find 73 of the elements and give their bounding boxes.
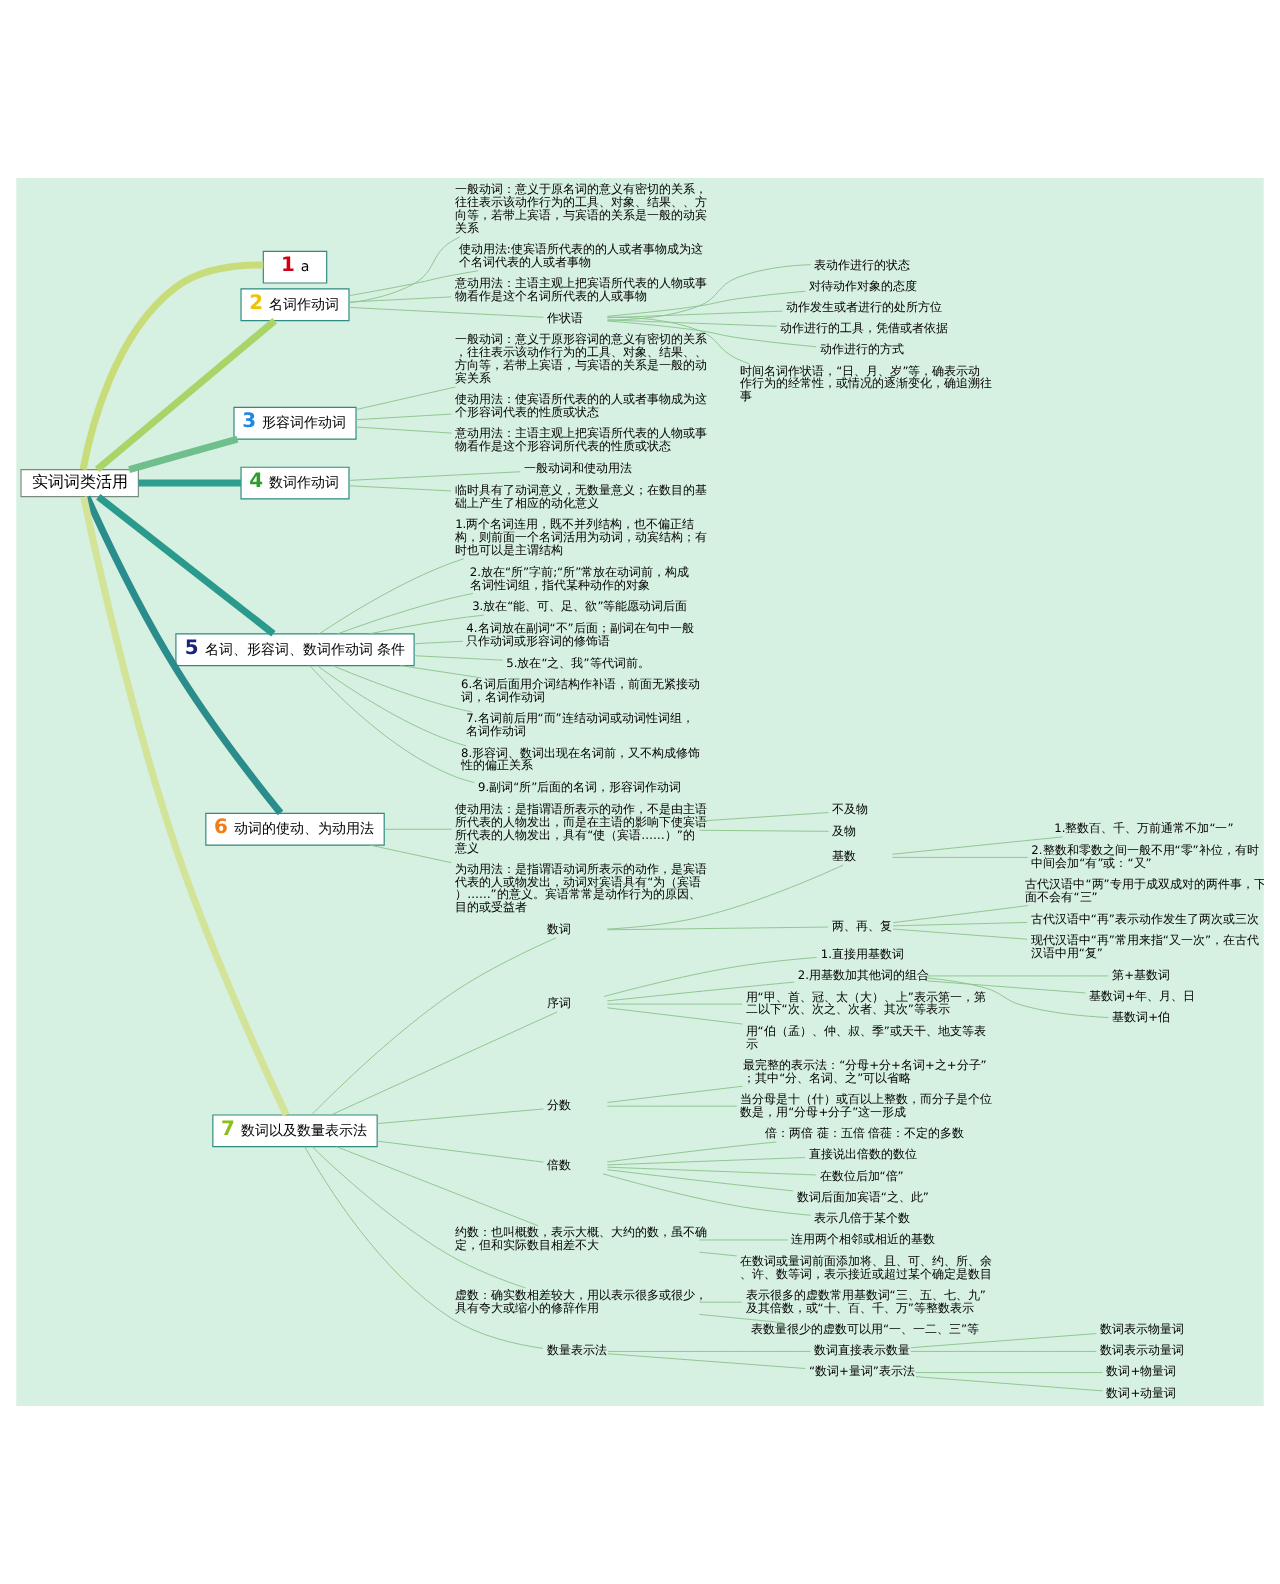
connector	[892, 856, 1029, 858]
connector	[606, 1166, 817, 1176]
connector	[698, 1251, 738, 1257]
connector	[606, 1105, 738, 1107]
connector	[384, 828, 453, 830]
connector	[606, 981, 795, 1002]
connector	[80, 496, 290, 1117]
connector	[606, 264, 812, 321]
connector	[698, 1301, 743, 1303]
connector	[926, 980, 1086, 994]
connector	[606, 1007, 743, 1025]
connector	[915, 1376, 1103, 1392]
connector	[376, 1140, 544, 1163]
connector	[698, 1313, 784, 1324]
connector	[138, 479, 241, 487]
connector	[698, 1239, 789, 1241]
connector	[926, 975, 1109, 977]
node-box: 实词词类活用	[20, 469, 139, 498]
connector	[348, 296, 452, 303]
connector	[128, 435, 239, 473]
connector	[606, 1141, 777, 1163]
connector	[330, 1011, 558, 1116]
connector	[413, 655, 503, 661]
connector	[304, 1146, 544, 1349]
connector	[607, 1350, 811, 1352]
connector	[348, 471, 521, 481]
connector	[606, 926, 829, 931]
connector	[83, 495, 284, 816]
connector	[355, 426, 452, 434]
connector	[892, 905, 1029, 924]
connector	[400, 665, 482, 679]
connector	[606, 1169, 794, 1192]
connector	[602, 1173, 812, 1216]
connector	[607, 1353, 806, 1369]
connector	[348, 485, 452, 492]
connector	[892, 922, 1028, 927]
connector	[607, 290, 806, 317]
connector	[348, 306, 544, 318]
connector	[368, 614, 485, 635]
connector	[698, 812, 830, 822]
connector	[318, 558, 464, 635]
connector	[915, 1372, 1103, 1374]
connector	[332, 665, 473, 713]
connector	[910, 1333, 1097, 1349]
connector	[606, 1003, 743, 1005]
connector	[317, 665, 467, 747]
connector	[607, 320, 817, 348]
connector	[369, 844, 452, 864]
connector	[698, 829, 830, 832]
connector	[910, 1350, 1097, 1352]
connector	[892, 928, 1028, 940]
connector	[337, 592, 474, 635]
connector	[348, 270, 479, 297]
connector	[348, 236, 461, 304]
connector	[94, 318, 277, 473]
connector	[606, 316, 751, 365]
connector	[606, 864, 844, 930]
connector	[376, 1108, 544, 1125]
connector	[606, 1085, 743, 1103]
connector	[311, 937, 557, 1116]
connector	[606, 1157, 806, 1166]
connector	[606, 319, 778, 327]
connector	[336, 1146, 539, 1227]
connector	[311, 1146, 526, 1289]
connector	[926, 977, 1109, 1018]
connector	[413, 640, 464, 645]
connector	[603, 957, 818, 997]
connector	[892, 836, 1064, 855]
connector	[96, 493, 276, 637]
connector	[355, 386, 456, 411]
connector	[79, 261, 264, 471]
connector	[309, 665, 475, 784]
connector	[355, 413, 452, 421]
